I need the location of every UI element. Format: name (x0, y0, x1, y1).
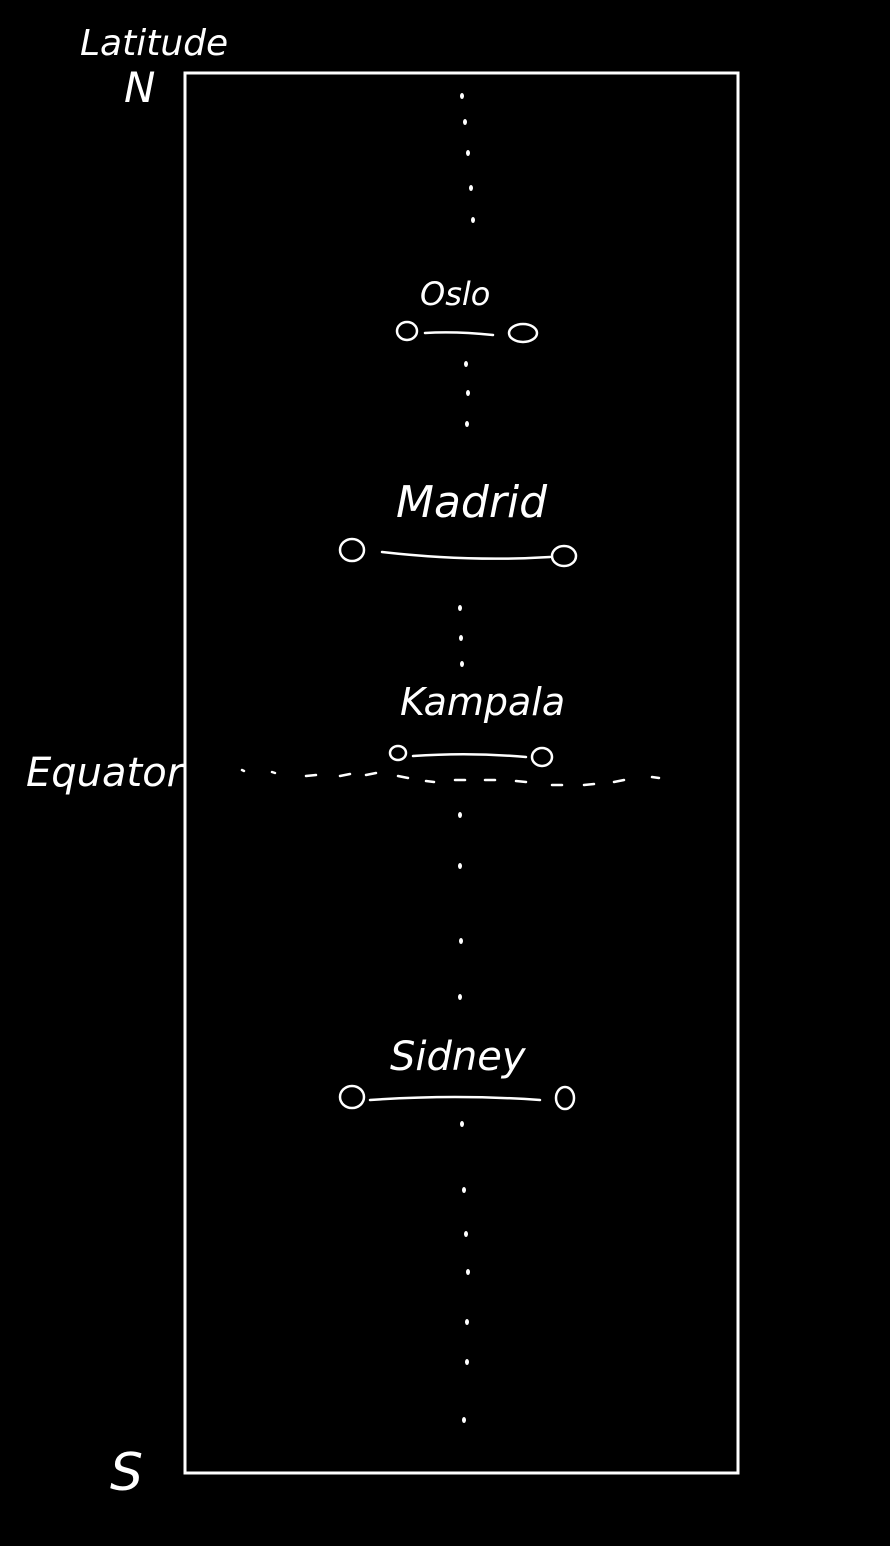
north-label: N (124, 63, 155, 112)
city-sidney-line (368, 1095, 542, 1102)
equator-label: Equator (26, 750, 186, 796)
city-label-madrid: Madrid (396, 477, 548, 528)
city-oslo-line (423, 331, 495, 337)
city-madrid-line (380, 550, 552, 560)
city-madrid-left-marker (338, 537, 366, 563)
equator-line (240, 768, 661, 787)
city-sidney-left-marker (338, 1084, 366, 1110)
center-dotted-line (458, 93, 475, 1423)
latitude-title: Latitude (80, 23, 228, 64)
city-label-sidney: Sidney (390, 1034, 527, 1080)
city-kampala-line (411, 752, 528, 759)
city-kampala: Kampala (388, 680, 565, 768)
city-oslo-right-marker (507, 322, 539, 344)
city-label-kampala: Kampala (400, 680, 565, 724)
city-madrid: Madrid (338, 477, 578, 568)
city-oslo-left-marker (395, 320, 419, 342)
city-sidney-right-marker (554, 1085, 576, 1111)
city-kampala-left-marker (388, 744, 408, 762)
city-madrid-right-marker (550, 544, 578, 568)
diagram-frame (183, 71, 740, 1475)
city-label-oslo: Oslo (420, 275, 490, 313)
city-oslo: Oslo (395, 275, 539, 344)
south-label: S (110, 1443, 143, 1503)
city-kampala-right-marker (530, 746, 554, 768)
city-sidney: Sidney (338, 1034, 576, 1111)
